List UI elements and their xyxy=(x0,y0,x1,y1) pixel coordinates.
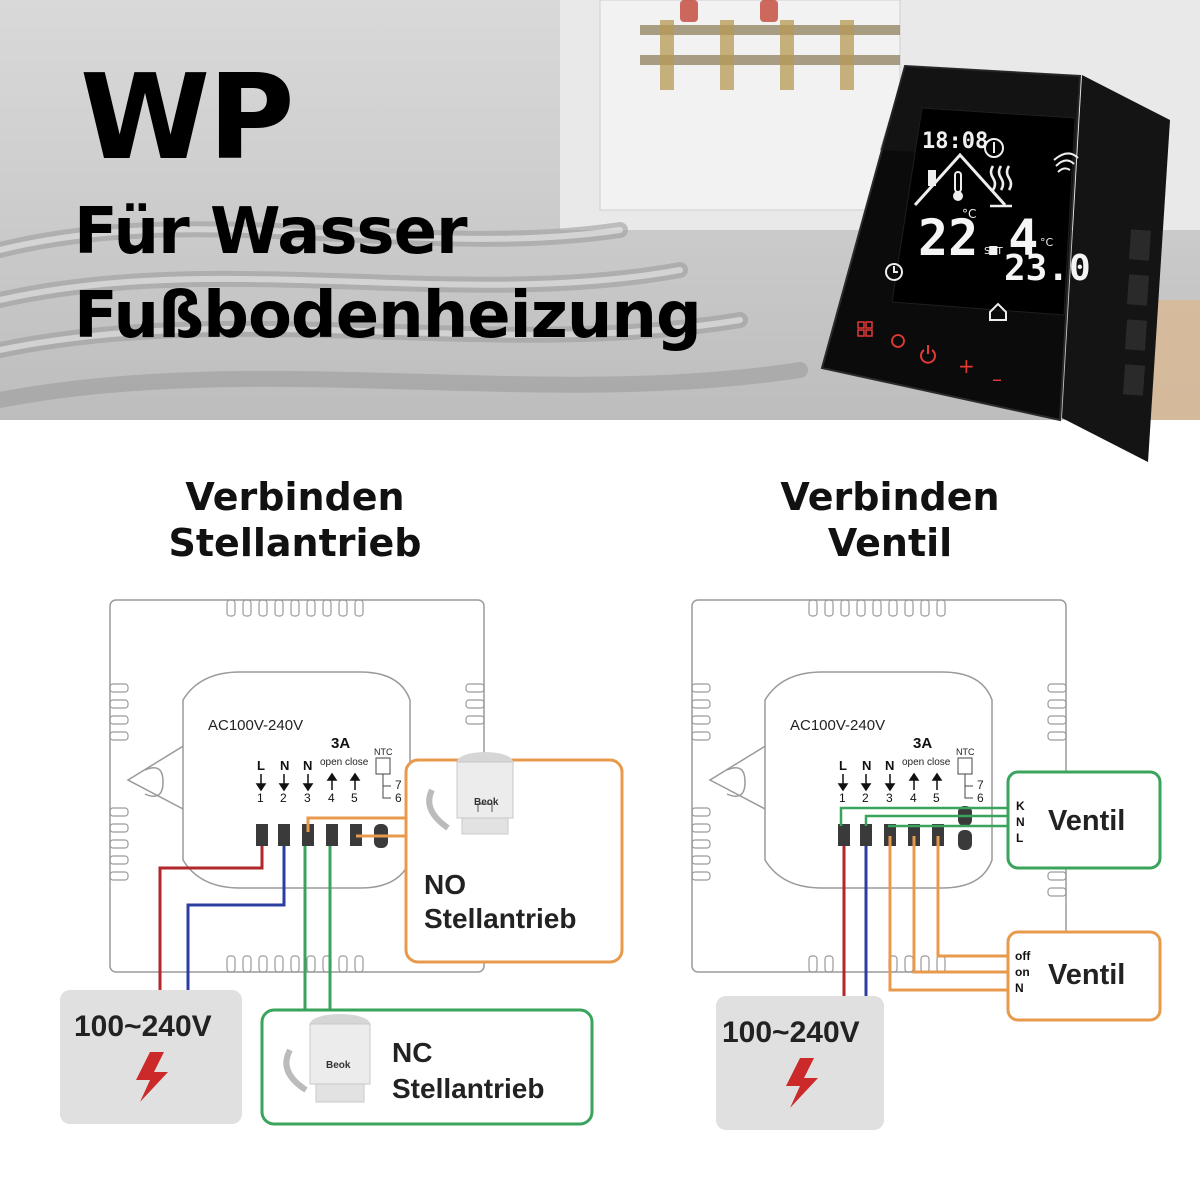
left-nc-wires xyxy=(303,846,332,1010)
house-icon xyxy=(913,152,1007,207)
power-button[interactable] xyxy=(920,345,936,364)
left-terminal-letter-3: N xyxy=(303,758,312,773)
nc-actuator-brand: Beok xyxy=(326,1060,351,1071)
left-lightning-icon xyxy=(136,1052,168,1102)
product-code: WP xyxy=(80,48,295,186)
left-terminal-number-2: 2 xyxy=(280,791,287,805)
right-wiring-diagram: AC100V-240V 3A open close NTC 7 6 L N N … xyxy=(691,599,1162,1130)
valve1-label: Ventil xyxy=(1048,805,1125,837)
left-terminal-number-4: 4 xyxy=(328,791,335,805)
left-terminal-letter-2: N xyxy=(280,758,289,773)
left-open-close-label: open close xyxy=(320,757,369,768)
left-terminal-arrows xyxy=(255,772,361,792)
timer-button[interactable] xyxy=(891,334,905,348)
right-top-vents xyxy=(808,599,946,617)
right-terminal-letter-2: N xyxy=(862,758,871,773)
valve2-label: Ventil xyxy=(1048,959,1125,991)
right-ntc-pin-7: 7 xyxy=(977,778,984,792)
chimney-icon xyxy=(928,170,936,186)
nc-actuator-label-2: Stellantrieb xyxy=(392,1073,544,1104)
right-title-line-2: Ventil xyxy=(827,521,953,565)
no-actuator-label-1: NO xyxy=(424,869,466,900)
wifi-icon xyxy=(1053,152,1079,173)
nc-actuator-label-1: NC xyxy=(392,1037,432,1068)
left-ntc-pin-7: 7 xyxy=(395,778,402,792)
right-terminal-letter-1: L xyxy=(839,758,847,773)
valve1-pin-n: N xyxy=(1016,815,1025,829)
left-module xyxy=(182,671,411,889)
right-terminal-arrows xyxy=(837,772,943,792)
display-clock: 18:08 xyxy=(922,129,988,154)
left-neutral-wire xyxy=(186,846,286,990)
left-terminal-number-1: 1 xyxy=(257,791,264,805)
left-terminal-number-3: 3 xyxy=(304,791,311,805)
left-diagram-title: Verbinden Stellantrieb xyxy=(110,474,480,566)
right-diagram-title: Verbinden Ventil xyxy=(700,474,1080,566)
no-actuator-label-2: Stellantrieb xyxy=(424,903,576,934)
heating-icon xyxy=(989,165,1013,208)
right-voltage-range: AC100V-240V xyxy=(790,717,885,734)
right-open-close-label: open close xyxy=(902,757,951,768)
right-terminal-number-3: 3 xyxy=(886,791,893,805)
right-side-vents xyxy=(691,683,1067,897)
right-power-label: 100~240V xyxy=(722,1016,860,1049)
subtitle-line-1: Für Wasser xyxy=(74,195,468,269)
set-temperature-unit: °C xyxy=(1040,236,1054,249)
left-terminal-number-5: 5 xyxy=(351,791,358,805)
left-current-rating: 3A xyxy=(331,735,350,752)
left-title-line-1: Verbinden xyxy=(185,475,405,519)
valve1-pin-l: L xyxy=(1016,831,1023,845)
schedule-icon xyxy=(885,263,903,281)
right-terminal-block xyxy=(838,806,972,850)
left-terminal-block xyxy=(256,824,388,848)
right-terminal-number-2: 2 xyxy=(862,791,869,805)
right-lightning-icon xyxy=(786,1058,818,1108)
right-terminal-number-4: 4 xyxy=(910,791,917,805)
left-bottom-vents xyxy=(226,955,364,973)
thermometer-small-icon xyxy=(953,171,963,201)
valve2-pin-n: N xyxy=(1015,981,1024,995)
left-ntc-pin-6: 6 xyxy=(395,791,402,805)
subtitle-line-2: Fußbodenheizung xyxy=(74,279,702,353)
minus-button[interactable]: – xyxy=(992,367,1002,391)
home-mode-icon xyxy=(989,302,1007,321)
right-current-rating: 3A xyxy=(913,735,932,752)
left-terminal-letter-1: L xyxy=(257,758,265,773)
left-voltage-range: AC100V-240V xyxy=(208,717,303,734)
room-temperature-unit: °C xyxy=(962,207,976,221)
valve2-pin-off: off xyxy=(1015,949,1031,963)
valve1-pin-k: K xyxy=(1016,799,1025,813)
right-terminal-number-5: 5 xyxy=(933,791,940,805)
room-temperature: 22.4 xyxy=(918,209,1038,267)
mode-button[interactable] xyxy=(857,321,873,337)
left-live-wire xyxy=(158,846,264,990)
left-no-wires xyxy=(306,816,410,838)
left-ntc-label: NTC xyxy=(374,747,393,757)
no-actuator-brand: Beok xyxy=(474,797,499,808)
valve1-box xyxy=(1006,770,1162,870)
right-valve1-wires xyxy=(839,806,1010,828)
valve2-box xyxy=(1006,930,1162,1022)
left-top-vents xyxy=(226,599,364,617)
right-ntc-pin-6: 6 xyxy=(977,791,984,805)
left-side-vents xyxy=(109,683,485,881)
left-power-label: 100~240V xyxy=(74,1010,212,1043)
right-valve2-wires xyxy=(888,836,1010,992)
right-terminal-number-1: 1 xyxy=(839,791,846,805)
right-title-line-1: Verbinden xyxy=(780,475,1000,519)
right-ntc-label: NTC xyxy=(956,747,975,757)
right-module xyxy=(764,671,993,889)
thermostat-device: 18:08 22.4 °C SET 23.0 °C xyxy=(820,64,1170,462)
valve2-pin-on: on xyxy=(1015,965,1030,979)
nc-actuator-image: Beok xyxy=(283,1014,371,1103)
plus-button[interactable]: + xyxy=(958,354,975,378)
right-terminal-letter-3: N xyxy=(885,758,894,773)
set-label: SET xyxy=(984,246,1004,257)
no-actuator-image: Beok xyxy=(426,752,514,835)
thermometer-icon xyxy=(984,138,1004,158)
left-title-line-2: Stellantrieb xyxy=(168,521,422,565)
set-temperature: 23.0 xyxy=(1004,248,1091,289)
left-wiring-diagram: AC100V-240V 3A open close NTC 7 6 L N N … xyxy=(60,599,624,1126)
